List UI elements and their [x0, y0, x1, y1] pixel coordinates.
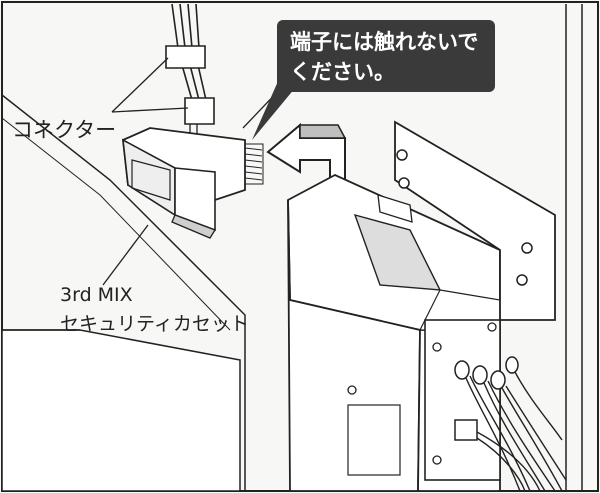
lower-connector	[184, 97, 215, 125]
cassette-label-line2: セキュリティカセット	[60, 313, 249, 335]
connector-label: コネクター	[12, 118, 117, 142]
screw-icon	[521, 242, 533, 254]
access-panel	[347, 404, 401, 476]
upper-connector	[165, 45, 206, 69]
screw-icon	[398, 177, 410, 189]
screw-icon	[396, 149, 408, 161]
panel-connector	[454, 419, 478, 441]
cabinet-side-panel	[1, 94, 246, 491]
cassette-label-line1: 3rd MIX	[60, 284, 133, 306]
warning-text-line1: 端子には触れないで	[290, 30, 479, 54]
screw-icon	[432, 455, 442, 465]
rca-jacks	[454, 356, 519, 390]
screw-icon	[516, 274, 528, 286]
cabinet-side-panel-inner	[1, 117, 231, 331]
warning-callout	[277, 20, 495, 92]
cables	[465, 371, 567, 492]
screw-icon	[347, 385, 357, 395]
screw-icon	[487, 322, 497, 332]
lower-cabinet-block	[1, 329, 241, 492]
warning-text-line2: ください。	[290, 60, 395, 84]
leader-lines	[102, 57, 284, 286]
screw-icon	[432, 342, 442, 352]
wire-bundle	[171, 3, 207, 101]
main-cabinet	[287, 120, 567, 492]
security-cassette	[122, 127, 264, 239]
